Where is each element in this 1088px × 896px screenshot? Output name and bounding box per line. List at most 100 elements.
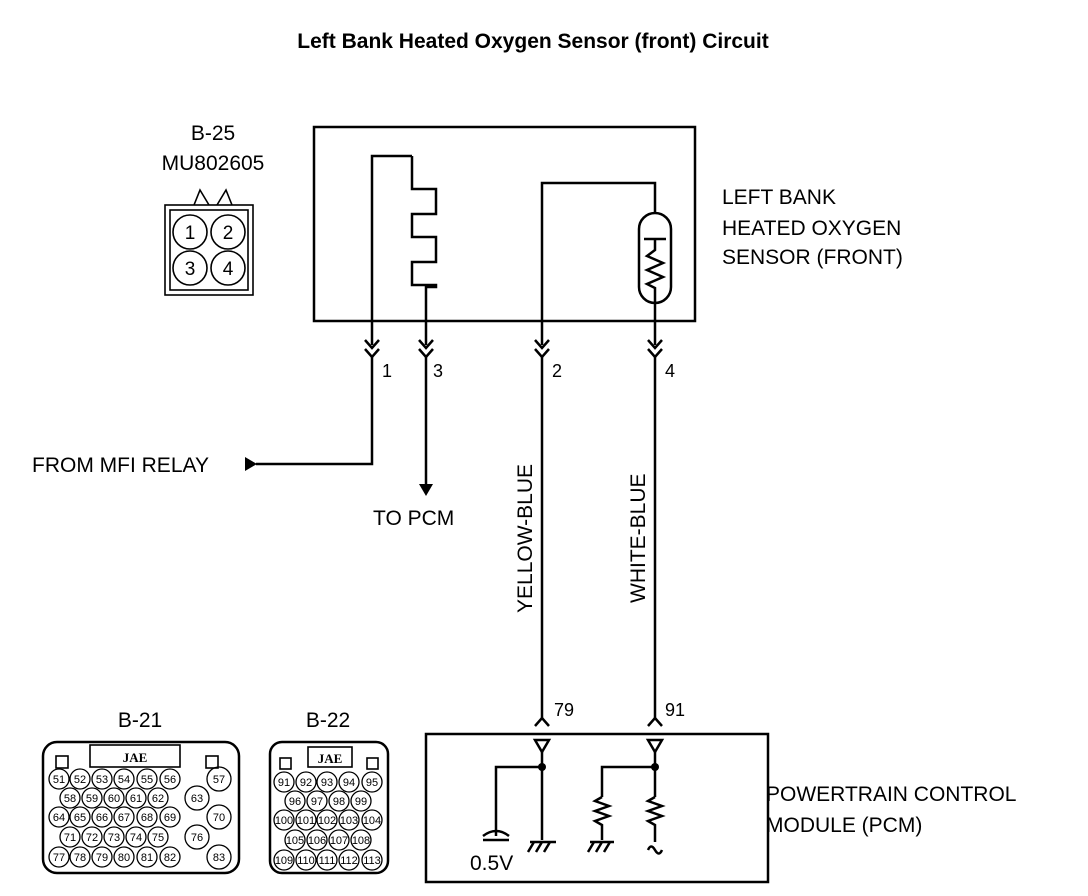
pcm-label-line-1: POWERTRAIN CONTROL	[766, 783, 1016, 806]
wire-mfi-relay	[256, 357, 374, 466]
oxygen-sensor: LEFT BANK HEATED OXYGEN SENSOR (FRONT)	[312, 125, 903, 345]
connector-pin-socket	[147, 826, 169, 848]
connector-pin-number: 103	[340, 815, 358, 827]
sensor-terminals: 1 3 2 4	[364, 339, 675, 381]
connector-pin-number: 53	[96, 774, 108, 786]
connector-pin-number: 95	[366, 777, 378, 789]
connector-pin-socket	[59, 826, 81, 848]
connector-pin-socket	[69, 768, 91, 790]
sensor-label-line-3: SENSOR (FRONT)	[722, 246, 903, 269]
connector-pin-number: 77	[53, 852, 65, 864]
connector-pin-number: 65	[74, 812, 86, 824]
connector-pin-socket	[136, 768, 158, 790]
connector-pin-number: 75	[152, 832, 164, 844]
mfi-relay-arrow-icon	[245, 457, 257, 471]
connector-pin-socket	[48, 768, 70, 790]
connector-pin-socket	[284, 829, 306, 851]
connector-pin-number: 106	[308, 835, 326, 847]
connector-pin-socket	[48, 846, 70, 868]
connector-pin-number: 52	[74, 774, 86, 786]
connector-pin-socket	[103, 787, 125, 809]
connector-pin-socket	[316, 849, 338, 871]
to-pcm-arrow-icon	[419, 484, 433, 496]
connector-pin-socket	[295, 809, 317, 831]
resistor-icon	[591, 795, 613, 840]
b25-pin-4: 4	[223, 259, 234, 280]
connector-pin-socket	[159, 846, 181, 868]
connector-pin-socket	[91, 846, 113, 868]
connector-pin-number: 91	[278, 777, 290, 789]
connector-pin-socket	[338, 809, 360, 831]
reference-voltage-label: 0.5V	[470, 852, 513, 875]
from-mfi-relay-label: FROM MFI RELAY	[32, 454, 209, 477]
connector-pin-socket	[206, 804, 232, 830]
connector-pin-number: 111	[319, 855, 336, 867]
connector-pin-socket	[338, 771, 360, 793]
connector-pin-number: 70	[213, 812, 225, 824]
connector-pin-number: 67	[118, 812, 130, 824]
connector-pin-number: 51	[53, 774, 65, 786]
connector-pin-number: 71	[64, 832, 76, 844]
sensor-terminal-2: 2	[552, 361, 562, 381]
sensor-input-icon	[646, 845, 664, 855]
b25-pin-3: 3	[185, 259, 196, 280]
connector-pin-number: 60	[108, 793, 120, 805]
connector-b21-id: B-21	[118, 709, 162, 732]
connector-pin-socket	[81, 787, 103, 809]
connector-pin-socket	[91, 806, 113, 828]
connector-pin-number: 73	[108, 832, 120, 844]
connector-pin-socket	[147, 787, 169, 809]
pcm-terminals: 79 91	[534, 700, 685, 727]
connector-pin-number: 99	[355, 796, 367, 808]
pcm-terminal-79: 79	[554, 700, 574, 720]
ground-icon	[526, 840, 556, 853]
connector-pin-number: 105	[286, 835, 304, 847]
connector-pin-number: 98	[333, 796, 345, 808]
connector-pin-socket	[103, 826, 125, 848]
connector-pin-number: 56	[164, 774, 176, 786]
sensor-label-line-1: LEFT BANK	[722, 186, 836, 209]
connector-pin-number: 97	[311, 796, 323, 808]
connector-pin-number: 102	[318, 815, 336, 827]
connector-pin-socket	[91, 768, 113, 790]
diagram-title: Left Bank Heated Oxygen Sensor (front) C…	[297, 30, 768, 53]
connector-pin-number: 101	[297, 815, 315, 827]
connector-pin-socket	[113, 768, 135, 790]
connector-pin-socket	[306, 790, 328, 812]
connector-pin-number: 54	[118, 774, 130, 786]
connector-pin-socket	[125, 826, 147, 848]
connector-b25-face: 1 2 3 4	[172, 214, 246, 286]
connector-b22-id: B-22	[306, 709, 350, 732]
connector-pin-number: 68	[141, 812, 153, 824]
connector-pin-number: 63	[191, 793, 203, 805]
connector-b22-maker: JAE	[318, 751, 343, 766]
sensor-terminal-4: 4	[665, 361, 675, 381]
connector-pin-socket	[273, 809, 295, 831]
ground-icon	[586, 840, 614, 853]
connector-pin-number: 82	[164, 852, 176, 864]
wire-white-blue-label: WHITE-BLUE	[627, 473, 650, 603]
connector-pin-socket	[159, 806, 181, 828]
sensor-label-line-2: HEATED OXYGEN	[722, 217, 901, 240]
connector-pin-number: 110	[297, 855, 315, 867]
connector-pin-socket	[338, 849, 360, 871]
connector-pin-number: 112	[340, 855, 358, 867]
connector-pin-socket	[306, 829, 328, 851]
connector-pin-number: 76	[191, 832, 203, 844]
wire-yellow-blue-label: YELLOW-BLUE	[514, 464, 537, 613]
connector-pin-socket	[295, 849, 317, 871]
connector-pin-socket	[59, 787, 81, 809]
connector-pin-number: 69	[164, 812, 176, 824]
connector-pin-socket	[125, 787, 147, 809]
connector-pin-socket	[69, 806, 91, 828]
connector-pin-socket	[113, 846, 135, 868]
to-pcm-label: TO PCM	[373, 507, 454, 530]
pcm-label-line-2: MODULE (PCM)	[766, 814, 922, 837]
connector-pin-number: 61	[130, 793, 142, 805]
connector-pin-socket	[48, 806, 70, 828]
connector-pin-number: 92	[300, 777, 312, 789]
connector-pin-number: 66	[96, 812, 108, 824]
